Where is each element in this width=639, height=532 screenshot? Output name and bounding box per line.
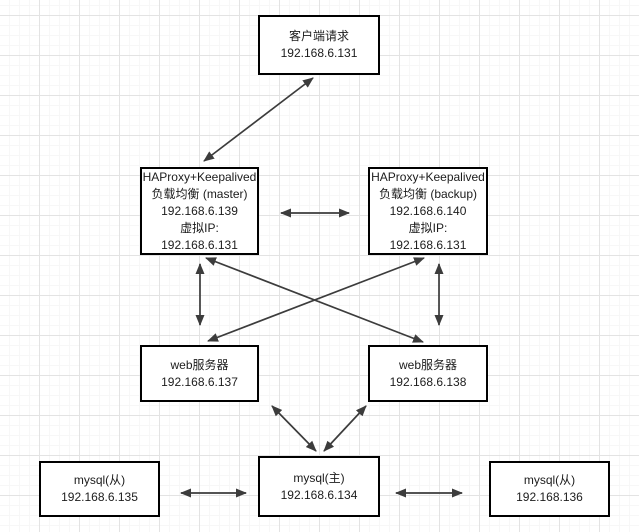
node-label: mysql(主): [293, 470, 345, 485]
node-ip: 192.168.6.137: [161, 374, 238, 389]
node-label: mysql(从): [523, 473, 576, 487]
node-ip: 192.168.6.140: [389, 203, 467, 218]
node-label: web服务器: [170, 357, 229, 372]
edge-client-lb-master: [203, 77, 314, 162]
node-client-request: 客户端请求 192.168.6.131: [258, 15, 380, 75]
edge-web2-mysql-master: [323, 405, 367, 452]
node-vip: 192.168.6.131: [161, 237, 238, 252]
edge-lb-master-web2: [205, 257, 424, 343]
node-label: 客户端请求: [288, 29, 349, 43]
node-label: HAProxy+Keepalived: [371, 169, 485, 184]
node-role: 负载均衡 (master): [151, 186, 248, 201]
edge-web1-mysql-master: [271, 405, 317, 452]
node-ip: 192.168.136: [516, 490, 583, 504]
node-haproxy-master: HAProxy+Keepalived 负载均衡 (master) 192.168…: [140, 167, 259, 255]
node-label: HAProxy+Keepalived: [142, 169, 257, 184]
node-vip: 192.168.6.131: [389, 237, 467, 252]
node-role: 负载均衡 (backup): [378, 186, 478, 201]
node-haproxy-backup: HAProxy+Keepalived 负载均衡 (backup) 192.168…: [368, 167, 488, 255]
node-web-server-1: web服务器 192.168.6.137: [140, 345, 259, 402]
node-label: mysql(从): [73, 473, 126, 487]
node-label: web服务器: [398, 357, 457, 372]
node-ip: 192.168.6.134: [280, 487, 358, 502]
node-mysql-slave-1: mysql(从) 192.168.6.135: [39, 461, 160, 517]
node-mysql-master: mysql(主) 192.168.6.134: [258, 456, 380, 517]
node-ip: 192.168.6.135: [61, 490, 138, 504]
node-vip-label: 虚拟IP:: [408, 220, 448, 235]
node-ip: 192.168.6.139: [161, 203, 238, 218]
node-web-server-2: web服务器 192.168.6.138: [368, 345, 488, 402]
node-mysql-slave-2: mysql(从) 192.168.136: [489, 461, 610, 517]
node-vip-label: 虚拟IP:: [180, 220, 219, 235]
node-ip: 192.168.6.138: [389, 374, 467, 389]
node-ip: 192.168.6.131: [280, 46, 358, 60]
edge-lb-backup-web1: [207, 257, 425, 342]
